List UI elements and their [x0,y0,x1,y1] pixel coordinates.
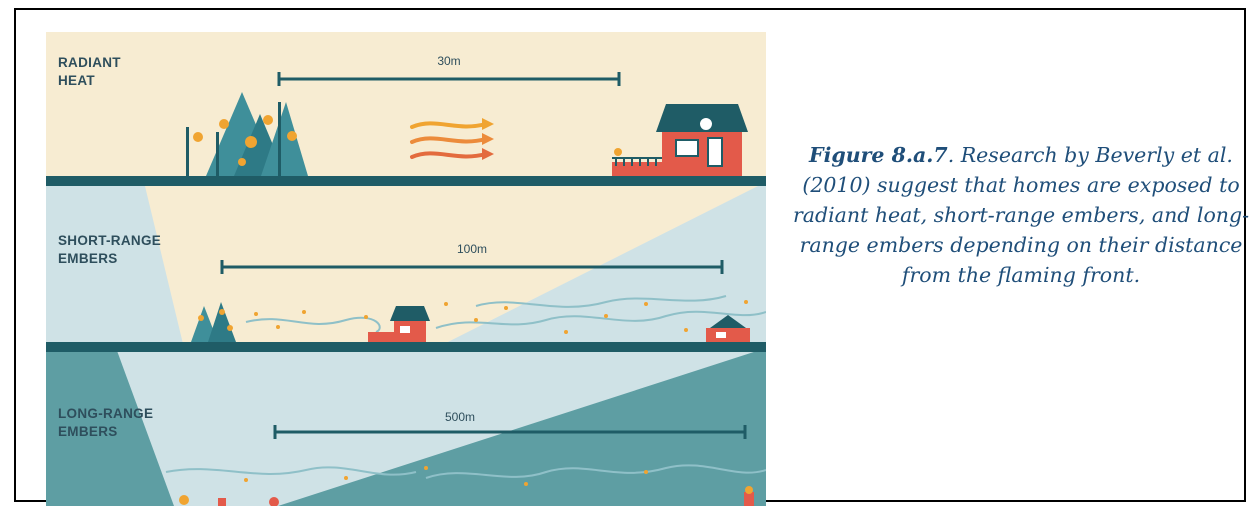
heat-arrows-icon [410,118,494,160]
distance-bar-100m [220,260,724,274]
figure-id: Figure 8.a.7 [809,143,948,167]
label-short-range-embers: SHORT-RANGE EMBERS [58,233,162,266]
forest-fire-icon [186,92,308,177]
distance-label-500m: 500m [444,410,476,424]
distance-label-30m: 30m [437,54,461,68]
distance-bar-30m [277,72,621,86]
ember-wind-row3 [165,464,766,479]
embers-row2 [254,300,748,334]
house-icon-mid [368,306,430,342]
fire-spot-left [179,495,189,505]
distance-label-100m: 100m [456,242,488,256]
fire-spot-far [745,486,753,494]
house-fragment [218,498,226,506]
ground-line-2 [46,342,766,352]
figure-frame: RADIANT HEAT SHORT-RANGE EMBERS LONG-RAN… [14,8,1249,506]
caption-text: . Research by Beverly et al. (2010) sugg… [792,143,1250,287]
label-long-range-embers: LONG-RANGE EMBERS [58,406,154,439]
ember-wind-row2 [245,295,766,333]
ember-diagram: RADIANT HEAT SHORT-RANGE EMBERS LONG-RAN… [46,32,766,506]
ground-line-1 [46,176,766,186]
distance-bar-500m [273,425,747,439]
house-fragment-far [744,492,754,506]
diagram-canvas [46,32,766,506]
short-range-left-wedge [46,182,184,348]
short-range-right-wedge [436,182,766,348]
house-icon-far [706,315,750,342]
embers-row3 [244,466,648,486]
house-fragment-2 [269,497,279,506]
house-icon [612,104,748,176]
small-forest-icon [191,302,236,342]
label-radiant-heat: RADIANT HEAT [58,55,121,88]
long-range-wedge [116,348,766,506]
figure-caption: Figure 8.a.7. Research by Beverly et al.… [786,140,1256,290]
